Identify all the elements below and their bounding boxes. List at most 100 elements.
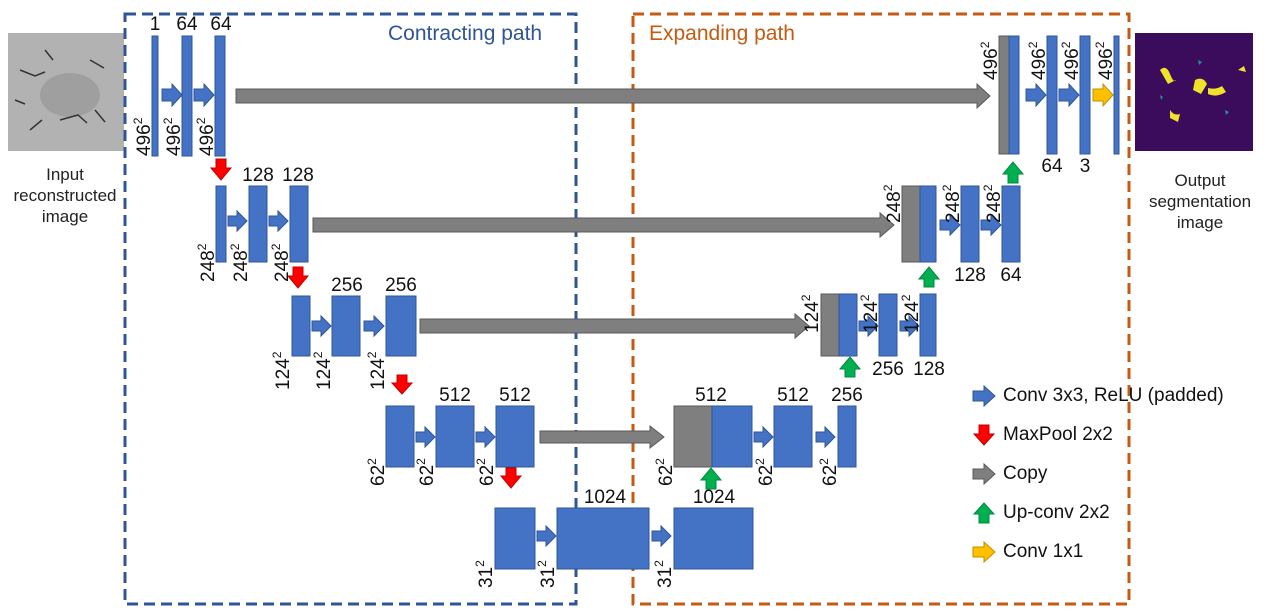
- block-u4-2: [773, 405, 813, 468]
- block-b-3: [673, 507, 754, 570]
- conv-arrow: [815, 425, 836, 449]
- block-l3-3: [385, 295, 417, 357]
- channel-labels: 1 64 64 128 128 256 256 512 512 1024 102…: [150, 14, 1091, 508]
- conv-arrow: [1058, 82, 1080, 108]
- block-l2-2: [248, 185, 268, 263]
- conv1x1-arrow: [1092, 82, 1114, 108]
- yellow-right-arrow-icon: [972, 540, 996, 563]
- size-label: 1242: [858, 294, 882, 333]
- block-l1-2: [181, 35, 193, 157]
- channel-label: 64: [1000, 265, 1022, 286]
- maxpool-arrow: [499, 467, 523, 489]
- block-l1-3: [214, 35, 226, 157]
- input-caption-line: reconstructed: [13, 186, 117, 205]
- copy-arrow-l4: [539, 424, 665, 450]
- size-label: 2482: [981, 184, 1005, 223]
- channel-label: 256: [872, 359, 904, 380]
- blue-right-arrow-icon: [972, 384, 996, 407]
- channel-label: 128: [242, 165, 274, 186]
- size-label: 312: [535, 560, 559, 588]
- channel-label: 512: [777, 385, 809, 406]
- block-u3-up: [838, 293, 858, 357]
- green-up-arrow-icon: [972, 501, 996, 523]
- channel-label: 512: [439, 385, 471, 406]
- size-label: 1242: [311, 351, 335, 390]
- copy-arrow-l1: [235, 82, 991, 110]
- block-u1-2: [1046, 35, 1058, 155]
- conv-arrow: [858, 314, 879, 338]
- size-label: 622: [753, 458, 777, 486]
- contracting-path-label: Contracting path: [388, 22, 542, 45]
- input-image: [8, 33, 124, 151]
- conv-arrow: [161, 82, 183, 108]
- size-label: 4962: [131, 117, 155, 156]
- size-label: 4962: [978, 41, 1002, 80]
- block-u4-3: [837, 405, 857, 468]
- block-l2-3: [289, 185, 309, 263]
- block-l4-3: [495, 405, 535, 468]
- size-label: 622: [414, 458, 438, 486]
- input-caption-line: Input: [46, 165, 84, 184]
- expanding-path-label: Expanding path: [649, 22, 795, 45]
- size-label: 622: [817, 458, 841, 486]
- channel-label: 64: [176, 14, 198, 35]
- block-u4-copy: [673, 405, 713, 468]
- upconv-arrows: [699, 161, 1025, 490]
- channel-label: 64: [1041, 156, 1063, 177]
- size-label: 2482: [228, 243, 252, 282]
- conv-arrow: [268, 209, 289, 233]
- channel-label: 512: [695, 385, 727, 406]
- upconv-arrow: [917, 266, 941, 288]
- conv-arrow: [475, 425, 496, 449]
- legend: Conv 3x3, ReLU (padded) MaxPool 2x2 Copy…: [972, 376, 1224, 571]
- block-b-2: [556, 507, 650, 570]
- conv-arrow: [363, 314, 385, 338]
- size-label: 622: [474, 458, 498, 486]
- block-l4-2: [435, 405, 475, 468]
- channel-label: 1024: [584, 487, 627, 508]
- legend-item-conv: Conv 3x3, ReLU (padded): [972, 376, 1224, 415]
- channel-label: 128: [282, 165, 314, 186]
- copy-arrow-l3: [419, 312, 810, 340]
- upconv-arrow: [838, 356, 862, 378]
- block-l4-1: [385, 405, 415, 468]
- output-caption-line: image: [1176, 213, 1224, 232]
- copy-arrows: [235, 82, 991, 450]
- size-label: 1242: [899, 294, 923, 333]
- conv-arrow: [227, 209, 248, 233]
- size-label: 4962: [194, 117, 218, 156]
- output-caption-line: segmentation: [1148, 192, 1252, 211]
- conv-arrow: [980, 213, 1002, 237]
- block-b-1: [494, 507, 536, 570]
- size-label: 2482: [881, 184, 905, 223]
- copy-arrow-l2: [312, 211, 895, 239]
- output-segmentation-image: [1135, 33, 1253, 151]
- channel-label: 256: [831, 385, 863, 406]
- block-u3-3: [919, 293, 937, 357]
- block-u2-up: [919, 185, 937, 263]
- conv-arrow: [311, 314, 332, 338]
- legend-item-copy: Copy: [972, 454, 1224, 493]
- size-label: 4962: [1026, 41, 1050, 80]
- conv-arrow: [1025, 82, 1047, 108]
- block-l3-1: [291, 295, 311, 357]
- size-label: 4962: [1093, 41, 1117, 80]
- size-label: 1242: [365, 351, 389, 390]
- legend-item-maxpool: MaxPool 2x2: [972, 415, 1224, 454]
- size-label: 2482: [940, 184, 964, 223]
- maxpool-arrows: [209, 158, 523, 489]
- conv-arrow: [193, 82, 215, 108]
- block-u2-2: [960, 185, 980, 263]
- input-image-caption: Input reconstructed image: [0, 164, 130, 227]
- size-label: 4962: [161, 117, 185, 156]
- legend-item-upconv: Up-conv 2x2: [972, 493, 1224, 532]
- legend-label: MaxPool 2x2: [1003, 423, 1113, 445]
- size-label: 2482: [269, 243, 293, 282]
- legend-item-conv1x1: Conv 1x1: [972, 532, 1224, 571]
- conv-arrows: [161, 82, 1080, 548]
- maxpool-arrow: [209, 158, 233, 181]
- channel-label: 1024: [693, 487, 736, 508]
- block-u1-up: [1008, 35, 1020, 155]
- conv-arrow: [536, 524, 557, 548]
- upconv-arrow: [1001, 161, 1025, 184]
